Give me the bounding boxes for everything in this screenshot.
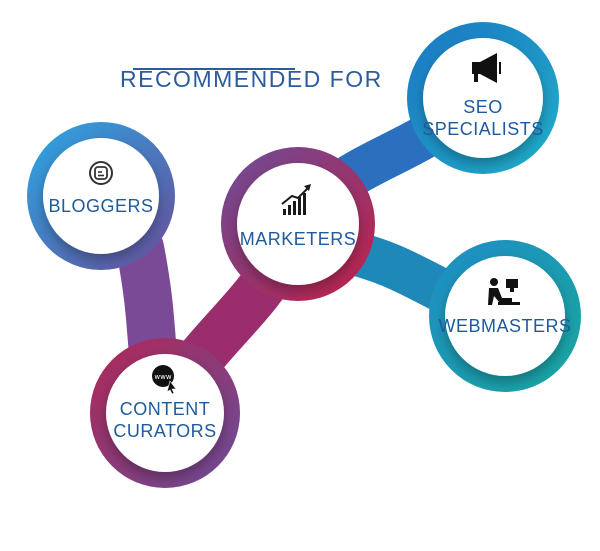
content-curators-label-line1: CONTENT: [119, 399, 211, 419]
www-cursor-icon: www: [152, 365, 177, 395]
megaphone-icon: [472, 53, 501, 83]
svg-text:www: www: [154, 373, 171, 381]
node-bloggers: [27, 122, 175, 270]
growth-chart-icon: [281, 184, 311, 215]
page-heading: RECOMMENDED FOR: [120, 66, 383, 92]
marketers-label: MARKETERS: [239, 229, 357, 249]
heading-rule: [133, 68, 295, 70]
webmasters-label: WEBMASTERS: [438, 316, 572, 336]
seo-specialists-label-line2: SPECIALISTS: [422, 119, 544, 139]
node-webmasters: [429, 240, 581, 392]
node-content-curators: [90, 338, 240, 488]
seo-specialists-label: SEO SPECIALISTS: [422, 96, 544, 140]
seo-specialists-label-line1: SEO: [463, 97, 503, 117]
node-seo-specialists: [407, 22, 559, 174]
person-at-computer-icon: [488, 278, 520, 305]
bloggers-label: BLOGGERS: [48, 196, 154, 216]
content-curators-label: CONTENT CURATORS: [113, 398, 216, 442]
content-curators-label-line2: CURATORS: [113, 421, 217, 441]
node-marketers: [221, 147, 375, 301]
blogger-icon: [89, 161, 113, 185]
